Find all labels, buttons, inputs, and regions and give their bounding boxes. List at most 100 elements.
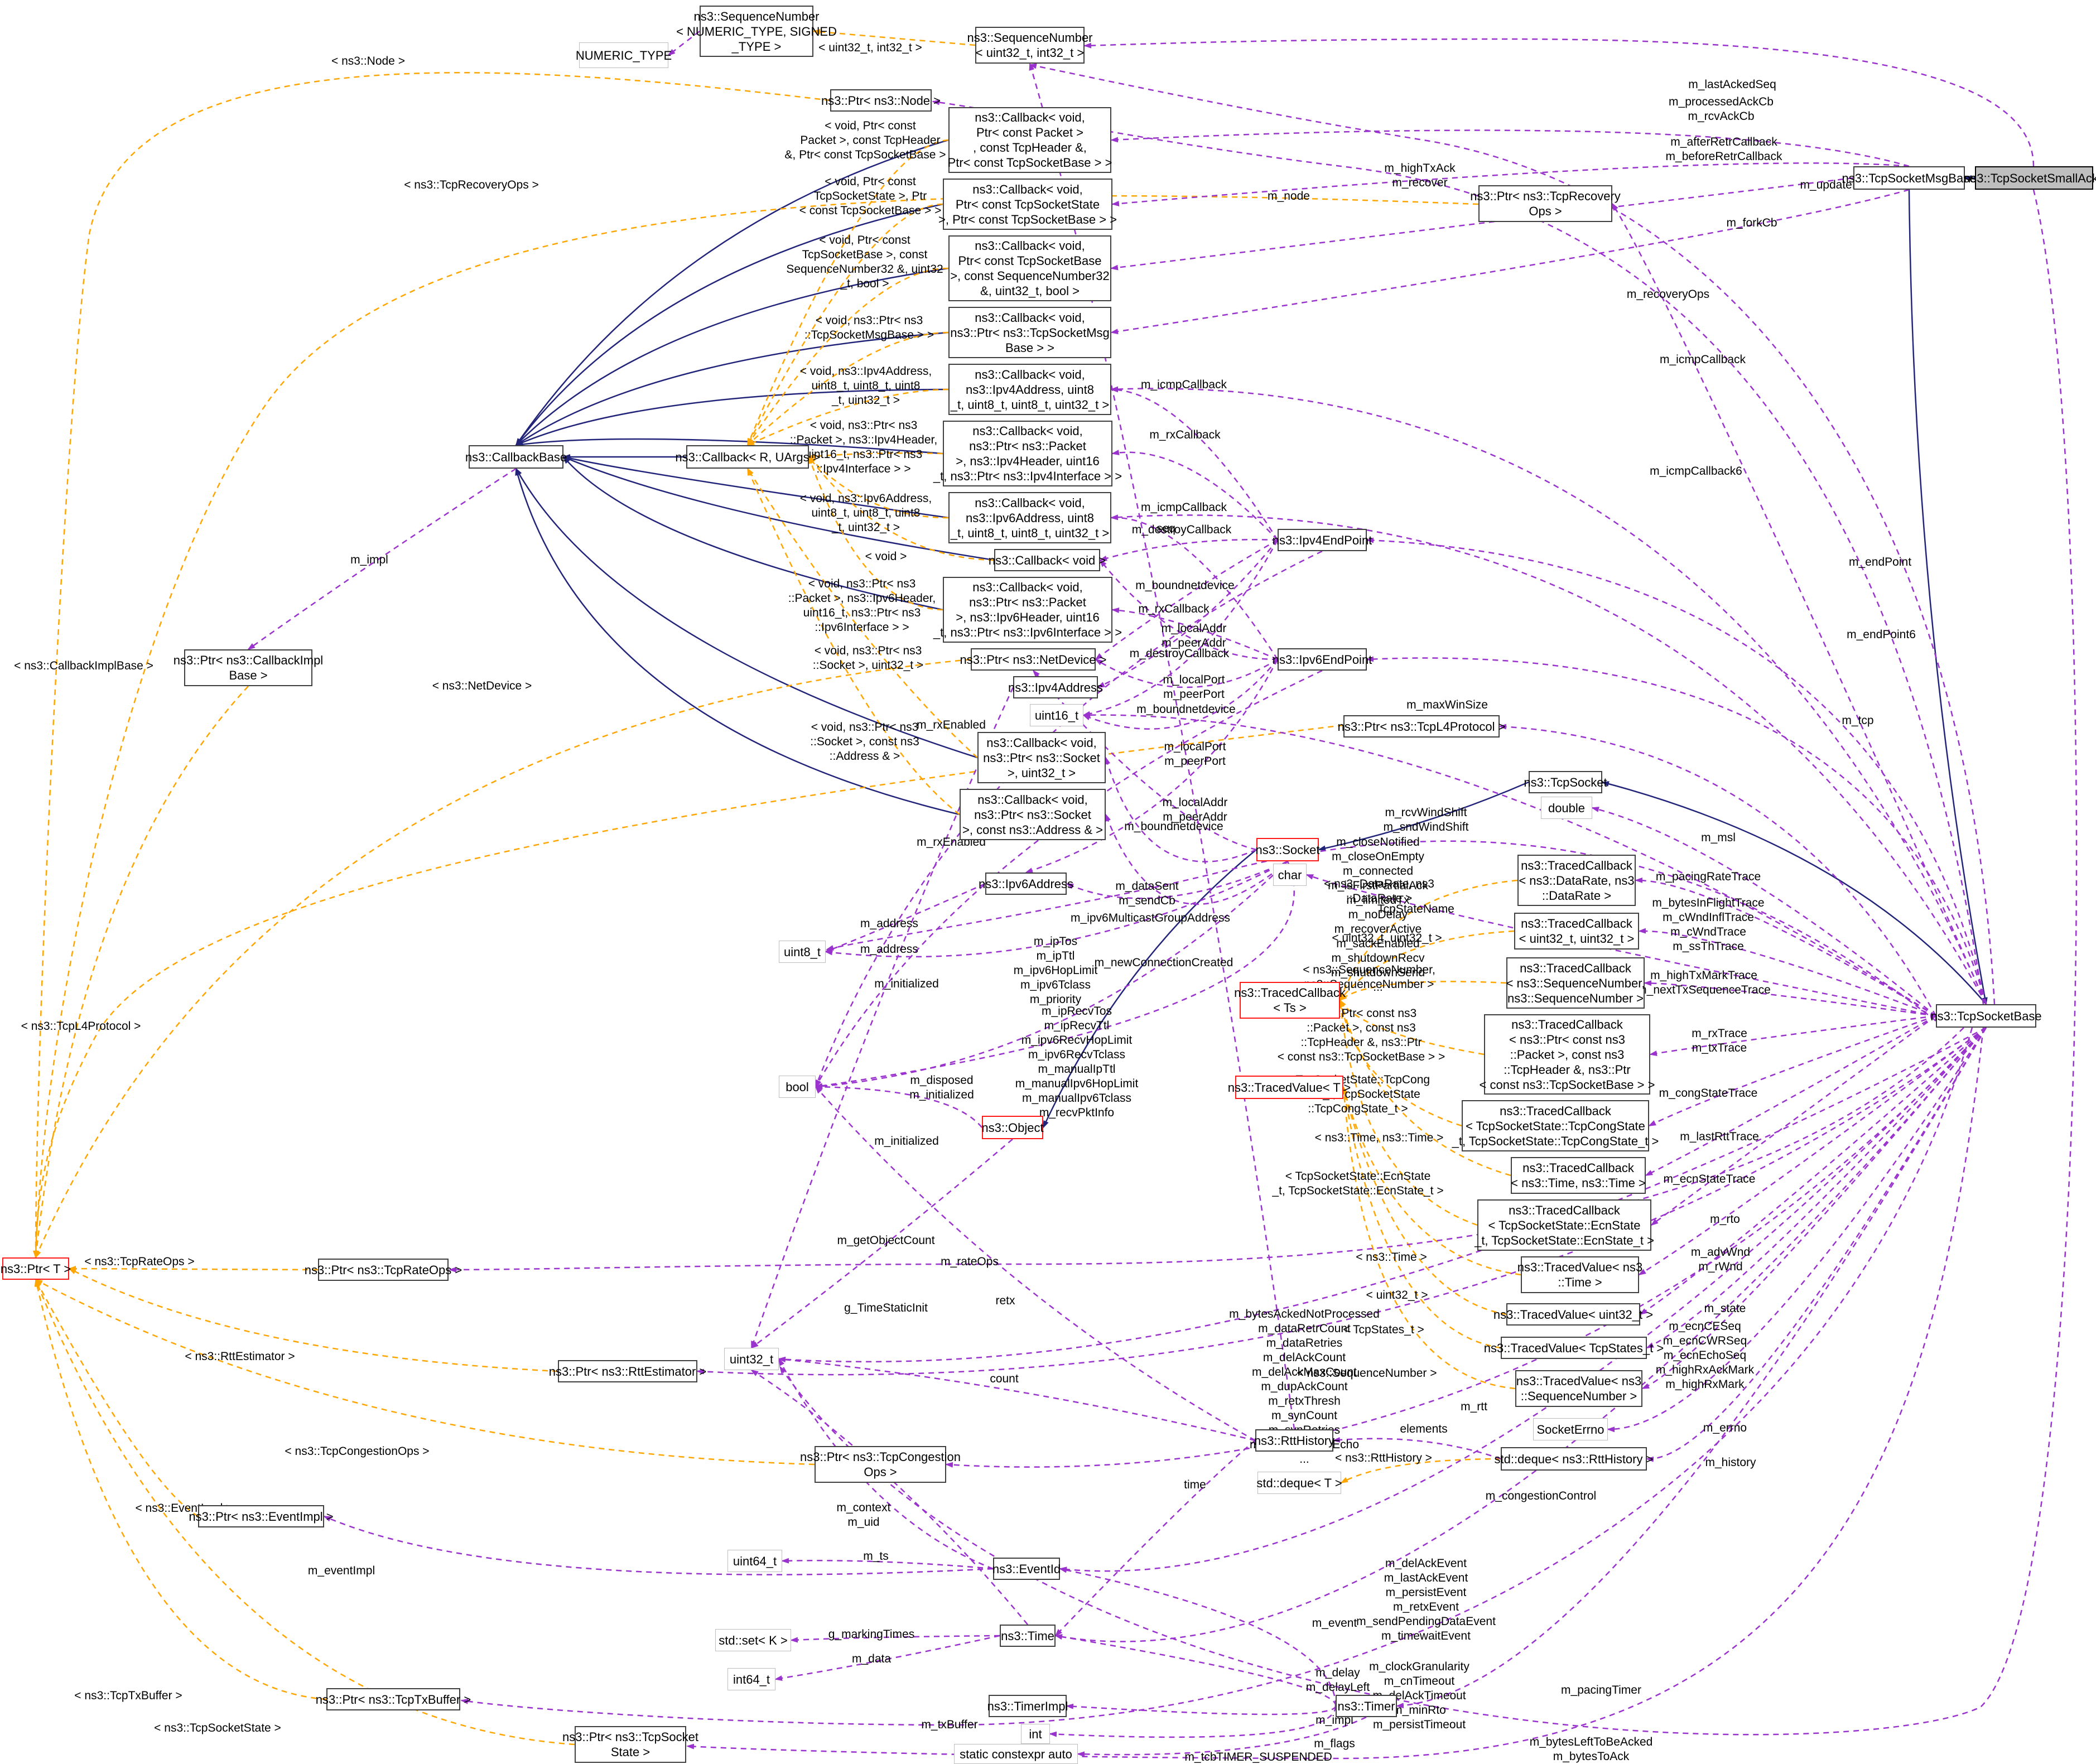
template-edge xyxy=(1339,879,1518,1001)
node-ptr_txbuffer[interactable]: ns3::Ptr< ns3::TcpTxBuffer > xyxy=(316,1688,471,1710)
node-tc_datarate[interactable]: ns3::TracedCallback< ns3::DataRate, ns3:… xyxy=(1517,855,1636,906)
node-label: ns3::Callback< R, UArgs > xyxy=(675,450,820,464)
edge-label-line: < uint32_t, int32_t > xyxy=(818,41,922,54)
node-label: ns3::Ipv6Address, uint8 xyxy=(966,510,1094,525)
node-timer_[interactable]: ns3::Timer xyxy=(1336,1695,1397,1717)
node-cb_ipv6pkt[interactable]: ns3::Callback< void,ns3::Ptr< ns3::Packe… xyxy=(933,577,1122,643)
node-msgbase[interactable]: ns3::TcpSocketMsgBase xyxy=(1842,166,1976,190)
member-edge xyxy=(1638,1026,1987,1276)
member-edge xyxy=(1110,386,1987,1005)
node-ptr_eventimpl[interactable]: ns3::Ptr< ns3::EventImpl > xyxy=(189,1505,334,1527)
node-tv_time[interactable]: ns3::TracedValue< ns3::Time > xyxy=(1517,1256,1642,1293)
edge-label-line: m_retxThresh xyxy=(1268,1395,1341,1408)
node-ptr_tcpl4[interactable]: ns3::Ptr< ns3::TcpL4Protocol > xyxy=(1338,715,1505,738)
node-int_[interactable]: int xyxy=(1021,1724,1050,1744)
edge-label: m_rto xyxy=(1710,1212,1740,1227)
edge-label: < ns3::CallbackImplBase > xyxy=(14,659,153,673)
node-static_auto[interactable]: static constexpr auto xyxy=(954,1744,1078,1764)
node-callback_ruargs[interactable]: ns3::Callback< R, UArgs > xyxy=(675,445,820,469)
node-ipv4endpoint[interactable]: ns3::Ipv4EndPoint xyxy=(1273,529,1372,551)
node-ipv4address[interactable]: ns3::Ipv4Address xyxy=(1008,676,1103,698)
node-object_[interactable]: ns3::Object xyxy=(981,1116,1044,1139)
edge-label-line: _t, bool > xyxy=(840,277,889,290)
node-smallacks[interactable]: ns3::TcpSocketSmallAcks xyxy=(1964,166,2096,190)
node-cb_ipv6addr[interactable]: ns3::Callback< void,ns3::Ipv6Address, ui… xyxy=(948,492,1111,543)
node-ptr_t[interactable]: ns3::Ptr< T > xyxy=(1,1257,71,1280)
edge-label-line: m_lastAckedSeq xyxy=(1688,78,1776,91)
node-label: ns3::Ptr< ns3::CallbackImpl xyxy=(173,653,324,667)
member-edge xyxy=(1099,539,1278,561)
edge-label-line: < ns3::DataRate, ns3 xyxy=(1324,878,1434,890)
template-edge xyxy=(35,1279,199,1517)
node-tc_time[interactable]: ns3::TracedCallback< ns3::Time, ns3::Tim… xyxy=(1511,1157,1646,1194)
node-tc_pkt[interactable]: ns3::TracedCallback< ns3::Ptr< const ns3… xyxy=(1480,1014,1655,1095)
node-tcpsocket[interactable]: ns3::TcpSocket xyxy=(1524,771,1607,793)
node-socketbase[interactable]: ns3::TcpSocketBase xyxy=(1930,1004,2042,1028)
member-edge xyxy=(778,1357,1256,1442)
edge-label: < ns3::TcpRateOps > xyxy=(84,1255,194,1269)
edge-label-line: m_initialized xyxy=(874,977,939,990)
node-label: int xyxy=(1029,1727,1042,1741)
node-socketerrno[interactable]: SocketErrno xyxy=(1533,1418,1608,1440)
edge-label: m_address xyxy=(860,942,918,957)
node-tv_u32[interactable]: ns3::TracedValue< uint32_t > xyxy=(1493,1303,1653,1326)
node-cb_msgbase[interactable]: ns3::Callback< void,ns3::Ptr< ns3::TcpSo… xyxy=(948,307,1111,358)
edge-label-line: m_maxWinSize xyxy=(1406,698,1488,711)
node-ipv6address[interactable]: ns3::Ipv6Address xyxy=(979,873,1073,895)
node-ptr_node[interactable]: ns3::Ptr< ns3::Node > xyxy=(821,89,941,112)
node-tc_congstate[interactable]: ns3::TracedCallback< TcpSocketState::Tcp… xyxy=(1452,1100,1659,1151)
node-uint16[interactable]: uint16_t xyxy=(1030,704,1083,726)
node-timerimpl[interactable]: ns3::TimerImpl xyxy=(987,1695,1068,1717)
node-callbackbase[interactable]: ns3::CallbackBase xyxy=(465,445,567,469)
node-tc_ecn[interactable]: ns3::TracedCallback< TcpSocketState::Ecn… xyxy=(1475,1199,1654,1251)
node-double_[interactable]: double xyxy=(1541,797,1592,819)
node-cb_ipv4addr[interactable]: ns3::Callback< void,ns3::Ipv4Address, ui… xyxy=(948,364,1111,415)
node-rtthistory[interactable]: ns3::RttHistory xyxy=(1254,1429,1334,1452)
node-uint64[interactable]: uint64_t xyxy=(727,1550,782,1572)
node-cb_sock_addr[interactable]: ns3::Callback< void,ns3::Ptr< ns3::Socke… xyxy=(960,789,1106,840)
node-seq_generic[interactable]: ns3::SequenceNumber< NUMERIC_TYPE, SIGNE… xyxy=(676,6,837,57)
node-cb_seqbool[interactable]: ns3::Callback< void,Ptr< const TcpSocket… xyxy=(948,235,1111,301)
node-tracedvalue_t[interactable]: ns3::TracedValue< T > xyxy=(1228,1076,1351,1099)
node-char[interactable]: char xyxy=(1273,864,1307,886)
node-cb_state[interactable]: ns3::Callback< void,Ptr< const TcpSocket… xyxy=(938,179,1117,230)
node-cb_void[interactable]: ns3::Callback< void > xyxy=(989,549,1106,571)
node-tv_states[interactable]: ns3::TracedValue< TcpStates_t > xyxy=(1484,1337,1664,1359)
node-int64[interactable]: int64_t xyxy=(727,1668,775,1690)
edge-label-line: count xyxy=(990,1372,1019,1385)
template-edge xyxy=(746,139,949,446)
node-label: char xyxy=(1278,867,1302,882)
node-cb_pkt[interactable]: ns3::Callback< void,Ptr< const Packet >,… xyxy=(948,107,1112,173)
node-std_set[interactable]: std::set< K > xyxy=(715,1629,791,1651)
node-numeric_type[interactable]: NUMERIC_TYPE xyxy=(576,42,672,68)
node-eventid[interactable]: ns3::EventId xyxy=(992,1558,1061,1580)
node-time_[interactable]: ns3::Time xyxy=(1000,1625,1056,1647)
node-uint8[interactable]: uint8_t xyxy=(779,941,826,963)
node-ipv6endpoint[interactable]: ns3::Ipv6EndPoint xyxy=(1273,648,1372,671)
node-seq_u32[interactable]: ns3::SequenceNumber< uint32_t, int32_t > xyxy=(967,27,1093,64)
node-cb_ipv4pkt[interactable]: ns3::Callback< void,ns3::Ptr< ns3::Packe… xyxy=(933,421,1122,486)
node-tv_seq[interactable]: ns3::TracedValue< ns3::SequenceNumber > xyxy=(1515,1370,1642,1407)
node-tracedcb_ts[interactable]: ns3::TracedCallback< Ts > xyxy=(1234,982,1346,1019)
node-deque_rtth[interactable]: std::deque< ns3::RttHistory > xyxy=(1495,1447,1653,1471)
node-ptr_rateops[interactable]: ns3::Ptr< ns3::TcpRateOps > xyxy=(305,1259,462,1281)
node-cb_sock_u32[interactable]: ns3::Callback< void,ns3::Ptr< ns3::Socke… xyxy=(977,732,1106,783)
node-bool[interactable]: bool xyxy=(779,1076,816,1098)
member-edge xyxy=(1591,807,1936,1016)
node-tc_u32[interactable]: ns3::TracedCallback< uint32_t, uint32_t … xyxy=(1514,913,1639,950)
node-label: ns3::Callback< void, xyxy=(972,182,1083,196)
node-uint32[interactable]: uint32_t xyxy=(724,1348,779,1370)
node-ptr_netdevice[interactable]: ns3::Ptr< ns3::NetDevice > xyxy=(960,648,1106,671)
node-label: ns3::TracedValue< uint32_t > xyxy=(1493,1307,1654,1322)
node-label: std::deque< ns3::RttHistory > xyxy=(1494,1452,1654,1466)
node-tc_seq[interactable]: ns3::TracedCallback< ns3::SequenceNumber… xyxy=(1506,957,1645,1009)
node-socket_[interactable]: ns3::Socket xyxy=(1256,838,1319,861)
node-deque_t[interactable]: std::deque< T > xyxy=(1256,1472,1342,1494)
edge-label: < ns3::NetDevice > xyxy=(432,679,532,693)
node-ptr_rttest[interactable]: ns3::Ptr< ns3::RttEstimator > xyxy=(549,1360,706,1382)
